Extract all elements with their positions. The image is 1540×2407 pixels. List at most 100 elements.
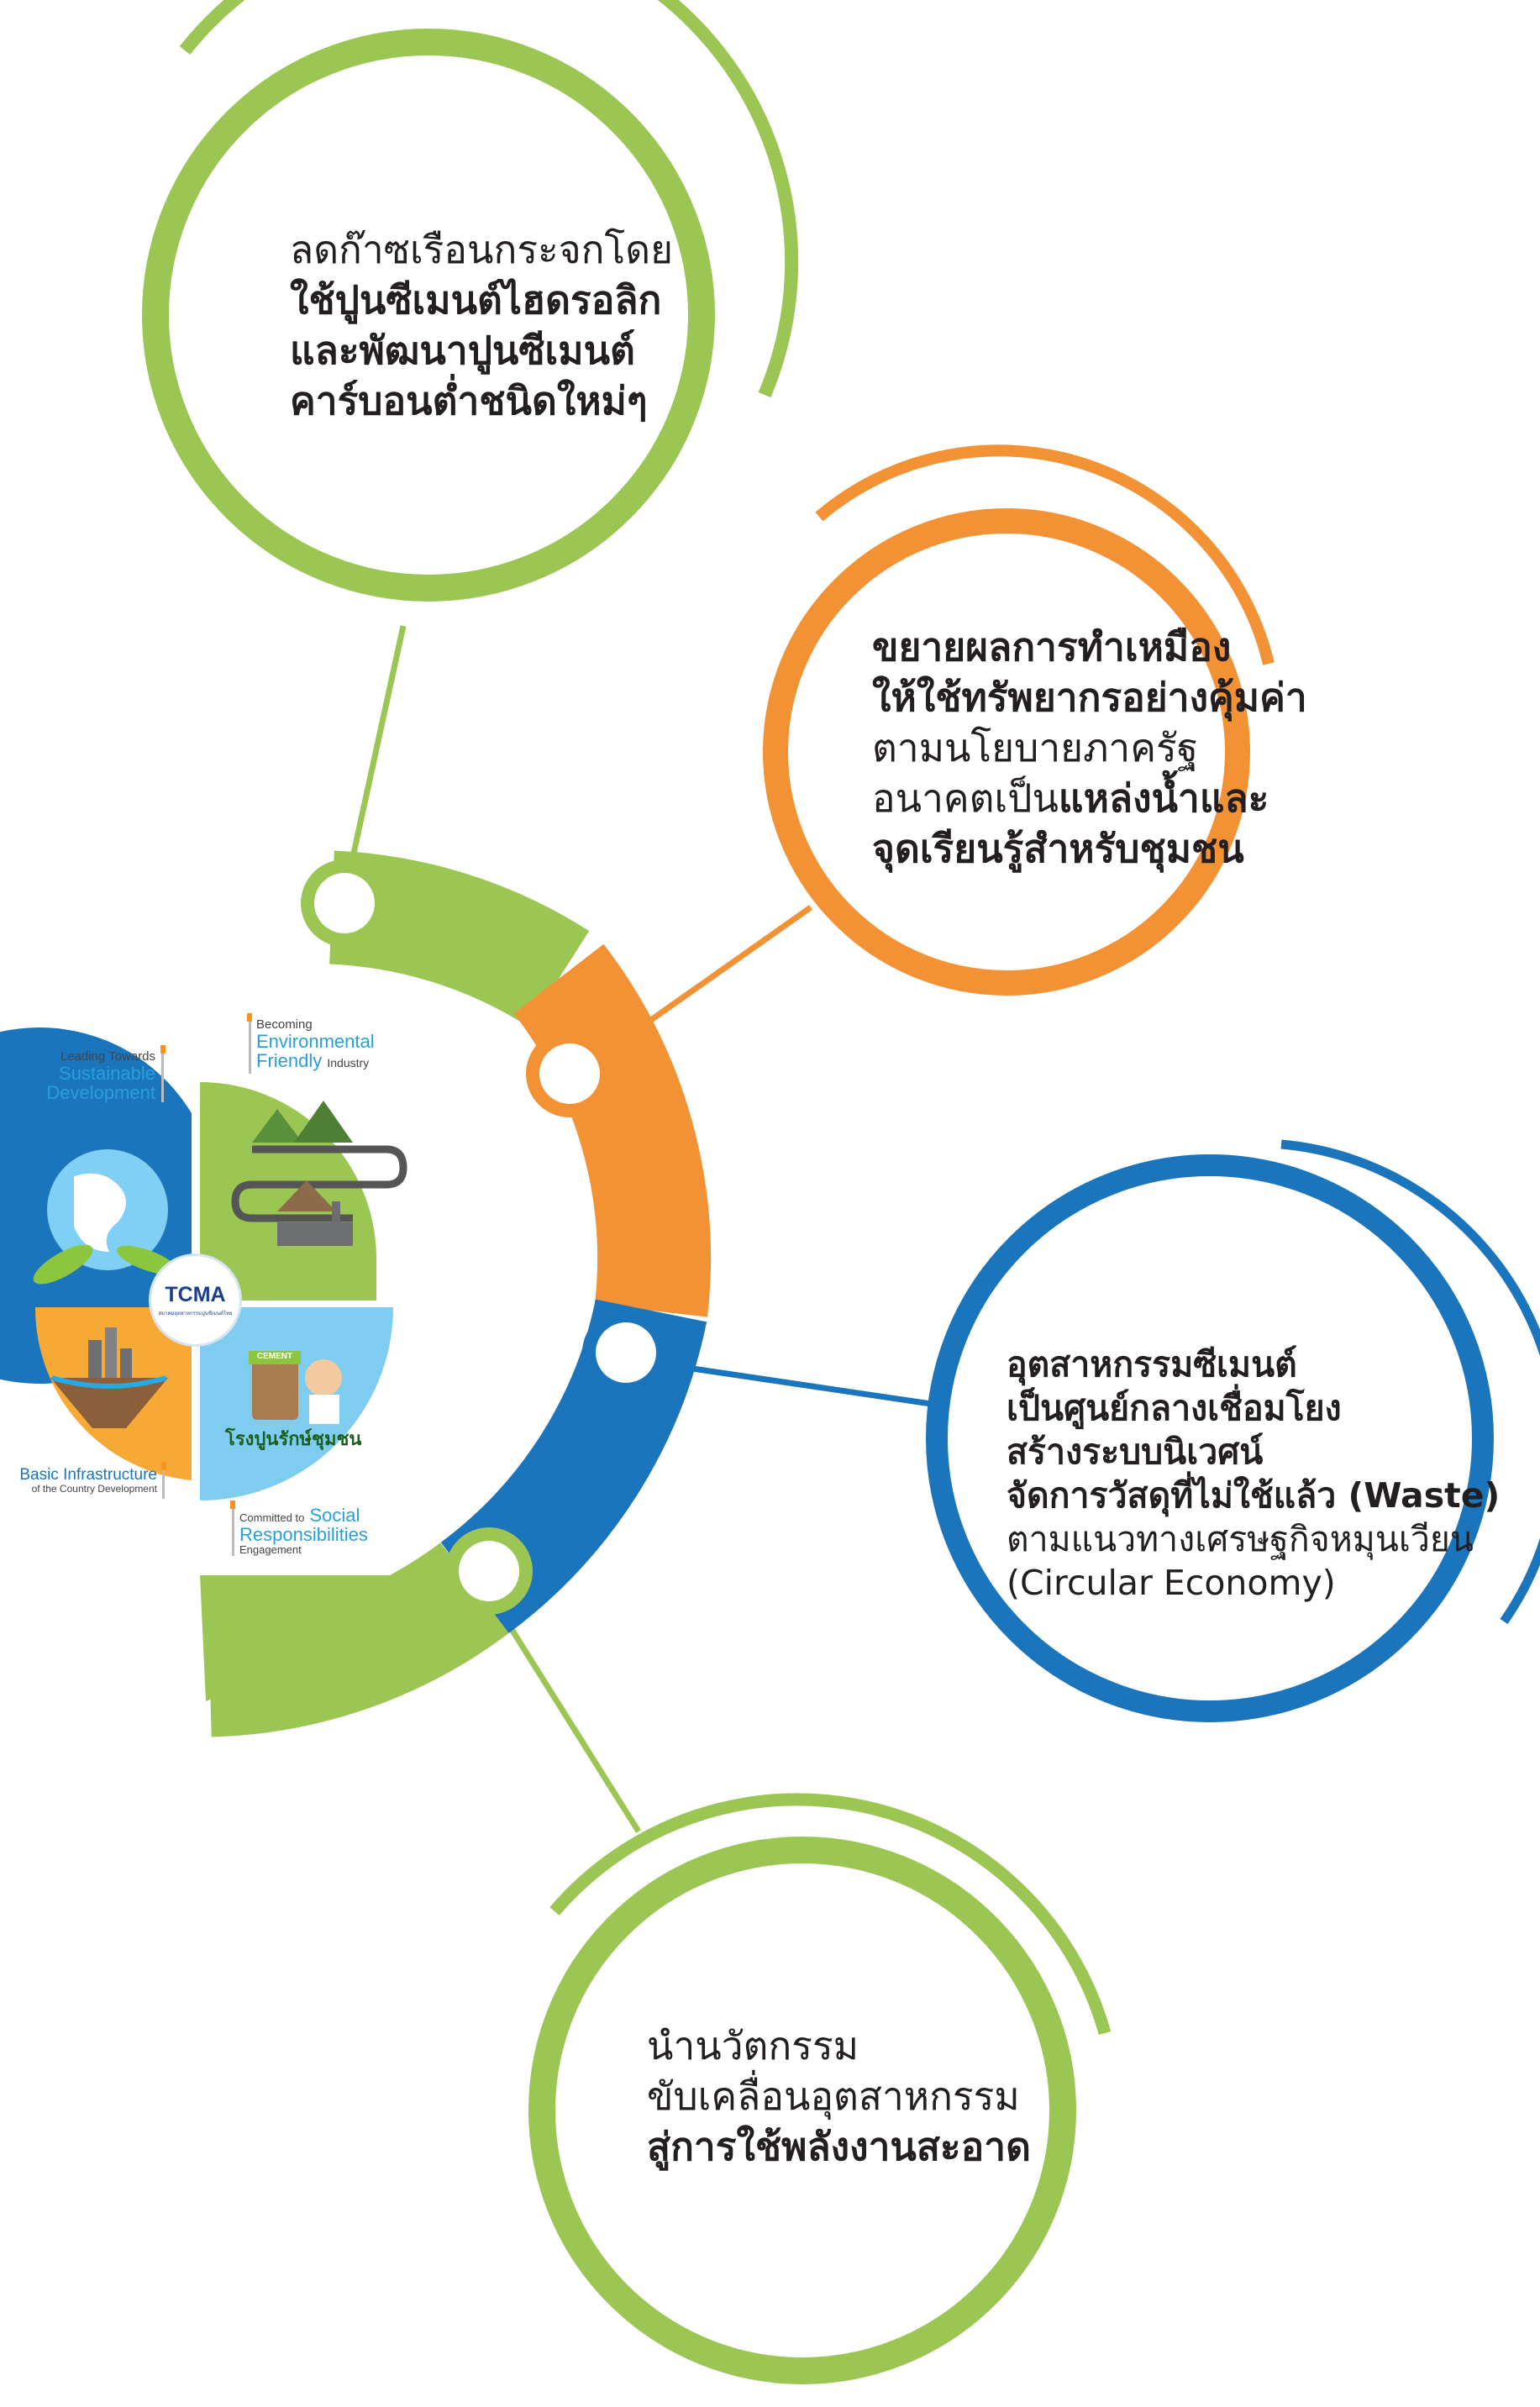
bubble-top-outer-arc <box>179 0 799 398</box>
caption-marker <box>161 1462 166 1470</box>
bubble-line: นำนวัตกรรม <box>647 2021 1031 2071</box>
building-icon-2 <box>105 1327 117 1378</box>
factory-icon <box>277 1222 353 1246</box>
caption-environmental-small2: Industry <box>327 1055 370 1069</box>
floating-island-icon <box>50 1378 168 1428</box>
bubble-line: (Circular Economy) <box>1007 1561 1500 1605</box>
bubble-top-text: ลดก๊าซเรือนกระจกโดยใช้ปูนซีเมนต์ไฮดรอลิก… <box>290 224 673 426</box>
bubble-bottom-outer-arc <box>549 1793 1112 2036</box>
building-icon <box>88 1340 102 1378</box>
bubble-line: ขยายผลการทำเหมือง <box>872 622 1307 672</box>
bubble-line-segment: เป็นศูนย์กลางเชื่อมโยง <box>1007 1388 1342 1428</box>
bubble-line-segment: ตามนโยบายภาครัฐ <box>872 725 1199 770</box>
caption-environmental-line1: Environmental <box>256 1030 375 1052</box>
bubble-bottom-text: นำนวัตกรรมขับเคลื่อนอุตสาหกรรมสู่การใช้พ… <box>647 2021 1031 2172</box>
bubble-line: ตามนโยบายภาครัฐ <box>872 723 1307 773</box>
caption-bar <box>249 1018 251 1074</box>
cement-bag-icon <box>252 1357 298 1420</box>
cement-label-bg <box>249 1351 301 1364</box>
leaf-icon-right <box>117 1245 177 1275</box>
winding-road <box>231 1145 407 1222</box>
mountain-icon-2 <box>294 1101 353 1143</box>
node-top-inner <box>314 873 375 933</box>
bubble-line: อนาคตเป็นแหล่งน้ำและ <box>872 773 1307 823</box>
bubble-top-ring <box>142 29 715 602</box>
bubble-line: คาร์บอนต่ำชนิดใหม่ๆ <box>290 376 673 426</box>
caption-social-line1: Committed to Social <box>239 1506 368 1525</box>
bubble-line-segment: ลดก๊าซเรือนกระจกโดย <box>290 227 674 272</box>
bubble-line: เป็นศูนย์กลางเชื่อมโยง <box>1007 1386 1500 1430</box>
bubble-line: อุตสาหกรรมซีเมนต์ <box>1007 1343 1500 1386</box>
bubble-bottom <box>528 1793 1112 2384</box>
connector-top <box>350 625 407 858</box>
caption-infrastructure-line1: Basic Infrastructure <box>19 1466 157 1484</box>
globe-land <box>74 1173 126 1252</box>
bubble-line-segment: อุตสาหกรรมซีเมนต์ <box>1007 1344 1297 1385</box>
bubble-bottom-ring <box>528 1837 1076 2384</box>
bubble-blue-outer-arc <box>1280 1139 1540 1625</box>
bubble-line: สร้างระบบนิเวศน์ <box>1007 1430 1500 1474</box>
bubble-line-segment: จุดเรียนรู้สำหรับชุมชน <box>872 826 1244 871</box>
bubble-blue <box>926 1139 1540 1722</box>
bubble-line: และพัฒนาปูนซีเมนต์ <box>290 325 673 376</box>
bubble-blue-text: อุตสาหกรรมซีเมนต์เป็นศูนย์กลางเชื่อมโยงส… <box>1007 1343 1500 1605</box>
caption-environmental-small: Becoming <box>256 1017 313 1032</box>
community-label: โรงปูนรักษ์ชุมชน <box>225 1429 362 1450</box>
caption-social-line2: Responsibilities <box>239 1524 368 1546</box>
tcma-logo-sub: สมาคมอุตสาหกรรมปูนซีเมนต์ไทย <box>158 1311 233 1316</box>
connector-bottom <box>502 1616 641 1833</box>
bubble-line-segment: ให้ใช้ทรัพยากรอย่างคุ้มค่า <box>872 675 1307 720</box>
bubble-line-segment: สู่การใช้พลังงานสะอาด <box>647 2124 1031 2169</box>
bubble-line-segment: และพัฒนาปูนซีเมนต์ <box>290 328 635 373</box>
factory-chimney-icon <box>332 1201 340 1225</box>
caption-marker <box>230 1500 235 1509</box>
bubble-line-segment: แหล่งน้ำและ <box>1058 775 1269 821</box>
bubble-line-segment: ขับเคลื่อนอุตสาหกรรม <box>647 2073 1020 2119</box>
node-orange-inner <box>539 1043 600 1104</box>
bubble-line-segment: คาร์บอนต่ำชนิดใหม่ๆ <box>290 378 648 423</box>
caption-environmental-line2-text: Friendly <box>256 1049 323 1071</box>
node-blue-inner <box>596 1322 656 1383</box>
caption-bar <box>232 1506 234 1556</box>
bubble-line-segment: จัดการวัสดุที่ไม่ใช้แล้ว (Waste) <box>1007 1475 1501 1516</box>
bubble-line: ให้ใช้ทรัพยากรอย่างคุ้มค่า <box>872 672 1307 723</box>
bubble-line-segment: อนาคตเป็น <box>872 775 1059 821</box>
arc-orange <box>513 943 712 1317</box>
caption-bar <box>161 1050 164 1102</box>
bubble-line: จุดเรียนรู้สำหรับชุมชน <box>872 823 1307 874</box>
bubble-line-segment: สร้างระบบนิเวศน์ <box>1007 1432 1264 1472</box>
caption-sustainable-line2: Development <box>46 1081 155 1103</box>
caption-environmental-line2: Friendly Industry <box>256 1051 375 1070</box>
caption-infrastructure: Basic Infrastructure of the Country Deve… <box>4 1462 166 1499</box>
bubble-line: สู่การใช้พลังงานสะอาด <box>647 2121 1031 2172</box>
bubble-line-segment: ใช้ปูนซีเมนต์ไฮดรอลิก <box>290 277 662 323</box>
tcma-logo: TCMA สมาคมอุตสาหกรรมปูนซีเมนต์ไทย <box>151 1256 239 1344</box>
tcma-logo-name: TCMA <box>165 1283 226 1306</box>
caption-sustainable-line1: Sustainable <box>59 1062 155 1084</box>
caption-marker <box>247 1013 252 1022</box>
node-bottom-inner <box>459 1541 519 1601</box>
mountain-icon <box>252 1109 302 1143</box>
connector-orange <box>632 905 813 1034</box>
arc-green-tail <box>200 1575 504 1701</box>
bubble-line: จัดการวัสดุที่ไม่ใช้แล้ว (Waste) <box>1007 1474 1500 1517</box>
clover <box>0 1027 407 1500</box>
bubble-line-segment: ตามแนวทางเศรษฐกิจหมุนเวียน <box>1007 1519 1474 1559</box>
bubble-orange-text: ขยายผลการทำเหมืองให้ใช้ทรัพยากรอย่างคุ้ม… <box>872 622 1307 874</box>
bubble-line-segment: นำนวัตกรรม <box>647 2023 859 2068</box>
caption-bar <box>162 1467 165 1499</box>
caption-sustainable: Leading Towards Sustainable Development <box>34 1045 166 1103</box>
leaf-icon <box>33 1244 93 1285</box>
building-icon-3 <box>120 1348 132 1378</box>
person-body-icon <box>309 1395 339 1424</box>
caption-social-small: Committed to <box>239 1511 305 1524</box>
caption-sustainable-small: Leading Towards <box>60 1049 155 1064</box>
water-icon <box>51 1375 167 1389</box>
cement-badge: CEMENT <box>256 1352 293 1361</box>
clover-tr-shape <box>200 1082 376 1301</box>
caption-marker <box>160 1045 166 1054</box>
person-icon <box>305 1359 342 1396</box>
caption-social-line1-text: Social <box>309 1505 360 1526</box>
caption-social: Committed to Social Responsibilities Eng… <box>230 1500 368 1556</box>
